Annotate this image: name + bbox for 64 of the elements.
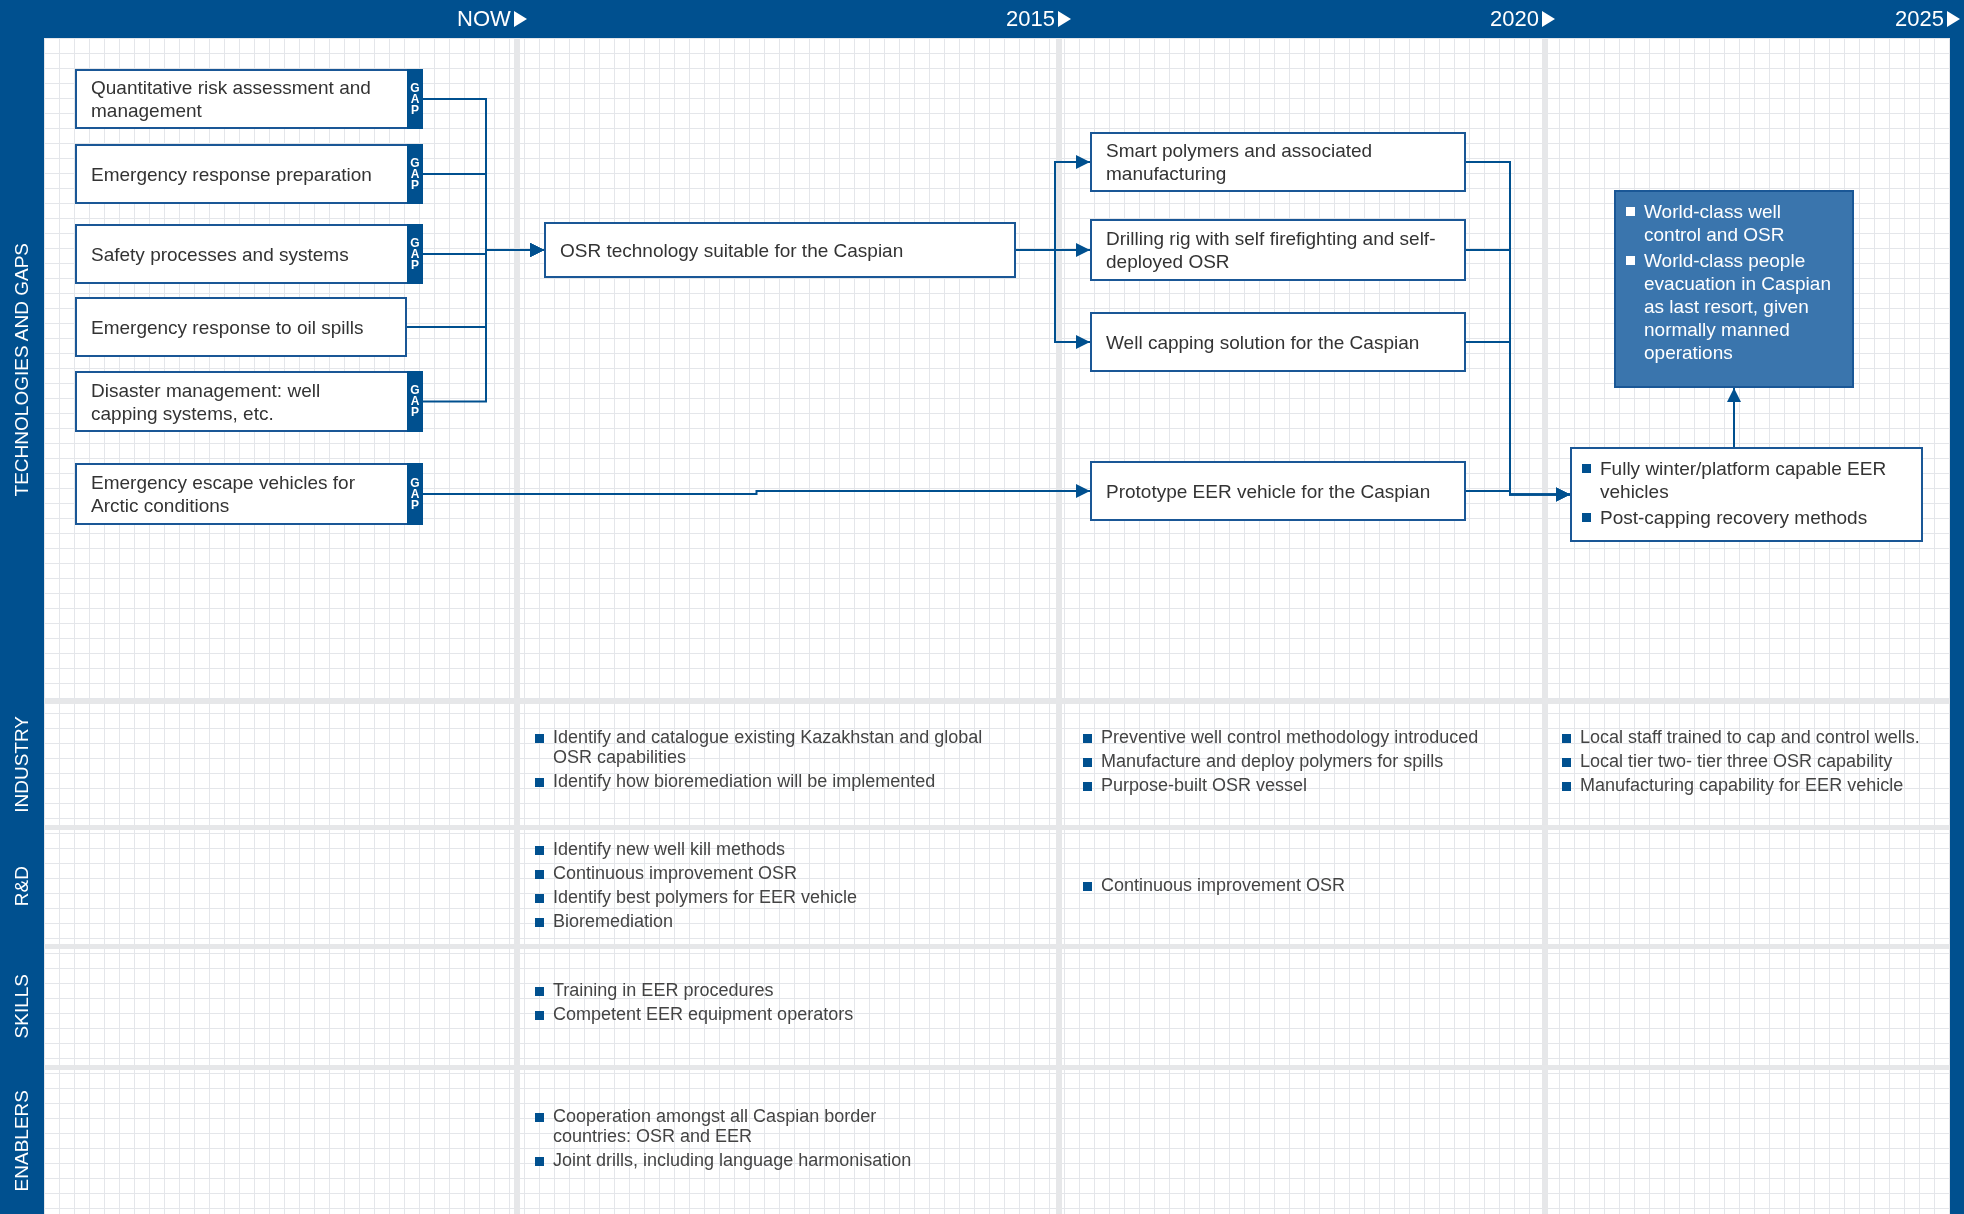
bullet-item: Local tier two- tier three OSR capability [1562,751,1947,771]
bullet-item: Cooperation amongst all Caspian border countries: OSR and EER [535,1106,935,1146]
box-text: Emergency response preparation [90,162,373,186]
bullet-item: Post-capping recovery methods [1582,506,1911,529]
gap-tag: GAP [407,69,423,129]
process-box [75,297,407,357]
timeline-label: 2015 [1006,6,1073,32]
gap-box [75,224,423,284]
gap-tag: GAP [407,224,423,284]
arrow [1015,249,1091,349]
box-text: Emergency escape vehicles for Arctic conditions [90,471,356,517]
row-label: SKILLS [11,974,33,1039]
timeline-label: 2020 [1490,6,1557,32]
gap-tag: GAP [407,371,423,432]
gap-box [75,463,423,525]
timeline-label: 2025 [1895,6,1962,32]
arrow [1727,387,1741,448]
bullet-item: Purpose-built OSR vessel [1083,775,1523,795]
bullet-item: Identify new well kill methods [535,839,1015,859]
gap-box [75,371,423,432]
bullet-item: Competent EER equipment operators [535,1004,1015,1024]
gap-box [75,144,423,204]
process-box [1090,219,1466,281]
arrow [1465,487,1571,502]
row-label: ENABLERS [11,1089,33,1192]
row-label: R&D [11,866,33,907]
bullet-item: Identify and catalogue existing Kazakhstan and global OSR capabilities [535,727,1015,767]
gap-tag: GAP [407,144,423,204]
bullet-item: Local staff trained to cap and control wells. [1562,727,1947,747]
bullet-item: Continuous improvement OSR [1083,875,1523,895]
bullet-item: Training in EER procedures [535,980,1015,1000]
box-text: Prototype EER vehicle for the Caspian [1105,479,1432,503]
bullet-item: Identify best polymers for EER vehicle [535,887,1015,907]
row-label: TECHNOLOGIES AND GAPS [11,242,33,497]
box-text: Quantitative risk assessment and management [90,76,372,122]
process-box [544,222,1016,278]
bullet-item: Preventive well control methodology introduced [1083,727,1523,747]
timeline-label: NOW [457,6,529,32]
bullet-item: Identify how bioremediation will be implemented [535,771,1015,791]
box-text: Disaster management: well capping systems, etc. [90,378,322,425]
box-text: Safety processes and systems [90,242,350,266]
box-text: Drilling rig with self firefighting and self-deployed OSR [1105,227,1437,273]
process-box [1090,132,1466,192]
bullet-item: Joint drills, including language harmonisation [535,1150,935,1170]
arrow [422,484,1091,498]
box-text: Emergency response to oil spills [90,315,365,339]
bullet-item: World-class people evacuation in Caspian as last resort, given normally manned operations [1626,249,1842,364]
bullet-item: Manufacturing capability for EER vehicle [1562,775,1947,795]
arrow [422,243,545,403]
process-box [1090,312,1466,372]
bullet-item: Manufacture and deploy polymers for spills [1083,751,1523,771]
box-text: Smart polymers and associated manufacturing [1105,139,1374,185]
bullet-item: Continuous improvement OSR [535,863,1015,883]
bullet-item: Fully winter/platform capable EER vehicles [1582,457,1911,503]
milestone-box [1570,447,1923,542]
box-text: OSR technology suitable for the Caspian [559,238,905,262]
bullet-item: World-class well control and OSR [1626,200,1842,246]
row-label: INDUSTRY [11,715,33,813]
gap-tag: GAP [407,463,423,525]
process-box [1090,461,1466,521]
gap-box [75,69,423,129]
box-text: Well capping solution for the Caspian [1105,330,1421,354]
milestone-box [1614,190,1854,388]
bullet-item: Bioremediation [535,911,1015,931]
